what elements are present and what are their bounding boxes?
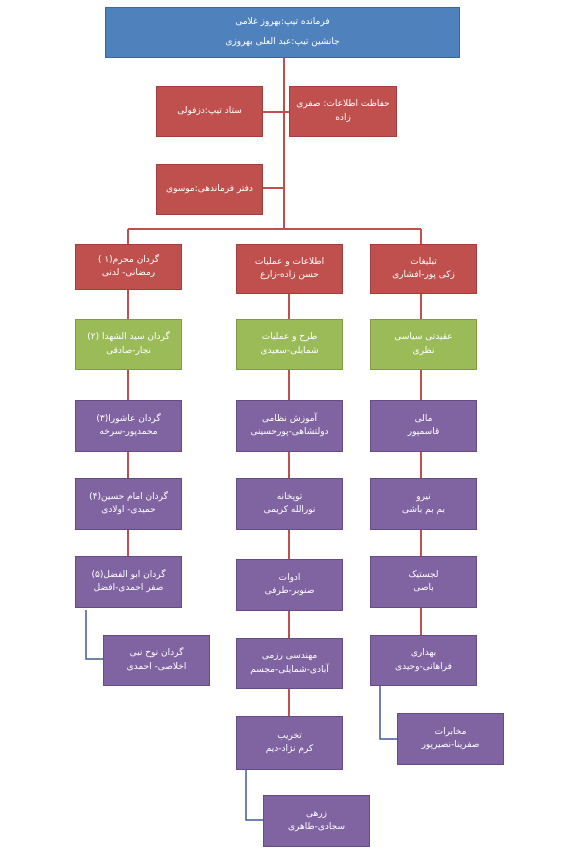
unit-title: توپخانه bbox=[276, 491, 303, 502]
gordan-abolfazl-box: گردان ابو الفضل(۵) صفر احمدی-افضل bbox=[75, 556, 182, 608]
unit-title: ادوات bbox=[278, 572, 301, 583]
mokhaberat-connector bbox=[379, 686, 397, 740]
unit-title: تبلیغات bbox=[410, 256, 437, 267]
mali-box: مالی قاسمپور bbox=[370, 400, 477, 452]
unit-commanders: نظری bbox=[412, 345, 435, 356]
unit-title: تخریب bbox=[277, 730, 302, 741]
unit-title: اطلاعات و عملیات bbox=[254, 256, 325, 267]
unit-title: نیرو bbox=[416, 491, 431, 502]
mohandesi-box: مهندسی رزمی آبادی-شمایلی-مجسم bbox=[236, 638, 343, 689]
unit-commanders: آبادی-شمایلی-مجسم bbox=[250, 664, 329, 675]
unit-title: بهداری bbox=[410, 648, 437, 658]
commander-name: فرمانده تیپ:بهروز غلامی bbox=[235, 16, 330, 27]
gordan-seyedoshohada-box: گردان سید الشهدا (۲) نجار-صادقی bbox=[75, 319, 182, 370]
unit-commanders: رمضانی- لدنی bbox=[101, 268, 156, 278]
unit-commanders: قاسمپور bbox=[407, 427, 440, 437]
zerehi-box: زرهی سجادی-طاهری bbox=[263, 795, 370, 847]
unit-commanders: نورالله کریمی bbox=[263, 505, 316, 515]
unit-title: گردان سید الشهدا (۲) bbox=[87, 332, 170, 342]
unit-title: گردان نوح نبی bbox=[129, 648, 184, 658]
security-box: حفاظت اطلاعات: صفری زاده bbox=[289, 86, 397, 137]
unit-commanders: سجادی-طاهری bbox=[287, 822, 346, 832]
unit-commanders: زکی پور-افشاری bbox=[392, 270, 455, 280]
aghidati-box: عقیدتی سیاسی نظری bbox=[370, 319, 477, 370]
unit-commanders: شمایلی-سعیدی bbox=[260, 345, 319, 356]
office-box: دفتر فرماندهی:موسوی bbox=[156, 164, 263, 215]
security-title: حفاظت اطلاعات: صفری bbox=[296, 99, 390, 109]
etelaat-amaliat-box: اطلاعات و عملیات حسن زاده-زارع bbox=[236, 244, 343, 294]
unit-commanders: بم بم باشی bbox=[402, 505, 446, 515]
unit-commanders: حسن زاده-زارع bbox=[260, 270, 319, 280]
mokhaberat-box: مخابرات صفرینا-نصیرپور bbox=[397, 713, 504, 765]
unit-title: گردان عاشورا(۳) bbox=[96, 413, 161, 424]
unit-commanders: صفرینا-نصیرپور bbox=[421, 740, 480, 750]
unit-commanders: حمیدی- اولادی bbox=[101, 505, 156, 515]
amoozesh-box: آموزش نظامی دولتشاهی-پورحسینی bbox=[236, 400, 343, 452]
gordan-ashoora-box: گردان عاشورا(۳) محمدپور-سرخه bbox=[75, 400, 182, 452]
unit-title: مالی bbox=[414, 413, 433, 424]
hq-box: ستاد تیپ:دزفولی bbox=[156, 86, 263, 137]
unit-title: گردان ابو الفضل(۵) bbox=[91, 569, 166, 580]
unit-title: زرهی bbox=[306, 808, 327, 819]
zerehi-connector bbox=[245, 770, 263, 821]
unit-commanders: دولتشاهی-پورحسینی bbox=[250, 427, 329, 437]
deputy-name: جانشین تیپ:عبد العلی بهروزی bbox=[225, 36, 340, 47]
unit-commanders: صنوبر-طرفی bbox=[264, 586, 315, 596]
unit-commanders: اخلاصی- احمدی bbox=[126, 661, 187, 672]
unit-commanders: نجار-صادقی bbox=[106, 345, 151, 356]
adavat-box: ادوات صنوبر-طرفی bbox=[236, 559, 343, 611]
gordan-moharram-box: گردان محرم(۱ ) رمضانی- لدنی bbox=[75, 244, 182, 290]
unit-title: طرح و عملیات bbox=[261, 332, 318, 342]
commander-box: فرمانده تیپ:بهروز غلامی جانشین تیپ:عبد ا… bbox=[105, 7, 460, 58]
gordan-nooh-box: گردان نوح نبی اخلاصی- احمدی bbox=[103, 635, 210, 686]
tarh-amaliat-box: طرح و عملیات شمایلی-سعیدی bbox=[236, 319, 343, 370]
unit-title: عقیدتی سیاسی bbox=[394, 332, 453, 342]
unit-title: لجستیک bbox=[408, 569, 439, 580]
unit-title: گردان امام حسین(۴) bbox=[89, 491, 168, 502]
security-name: زاده bbox=[335, 112, 351, 123]
office-title: دفتر فرماندهی:موسوی bbox=[166, 183, 253, 194]
unit-commanders: کرم نژاد-دیم bbox=[265, 744, 314, 754]
niroo-box: نیرو بم بم باشی bbox=[370, 478, 477, 530]
lojestik-box: لجستیک باصی bbox=[370, 556, 477, 608]
unit-commanders: صفر احمدی-افضل bbox=[93, 583, 164, 593]
behdari-box: بهداری فراهانی-وحیدی bbox=[370, 635, 477, 686]
hq-title: ستاد تیپ:دزفولی bbox=[177, 105, 242, 116]
tablighat-box: تبلیغات زکی پور-افشاری bbox=[370, 244, 477, 294]
unit-title: مهندسی رزمی bbox=[261, 651, 318, 661]
nooh-connector bbox=[85, 610, 103, 660]
unit-title: آموزش نظامی bbox=[261, 413, 318, 424]
gordan-imam-hossein-box: گردان امام حسین(۴) حمیدی- اولادی bbox=[75, 478, 182, 530]
toopkhaneh-box: توپخانه نورالله کریمی bbox=[236, 478, 343, 530]
takhrib-box: تخریب کرم نژاد-دیم bbox=[236, 716, 343, 770]
unit-title: مخابرات bbox=[434, 726, 467, 737]
unit-commanders: باصی bbox=[413, 583, 434, 593]
unit-commanders: فراهانی-وحیدی bbox=[395, 661, 452, 672]
unit-commanders: محمدپور-سرخه bbox=[99, 427, 158, 437]
unit-title: گردان محرم(۱ ) bbox=[97, 254, 160, 265]
